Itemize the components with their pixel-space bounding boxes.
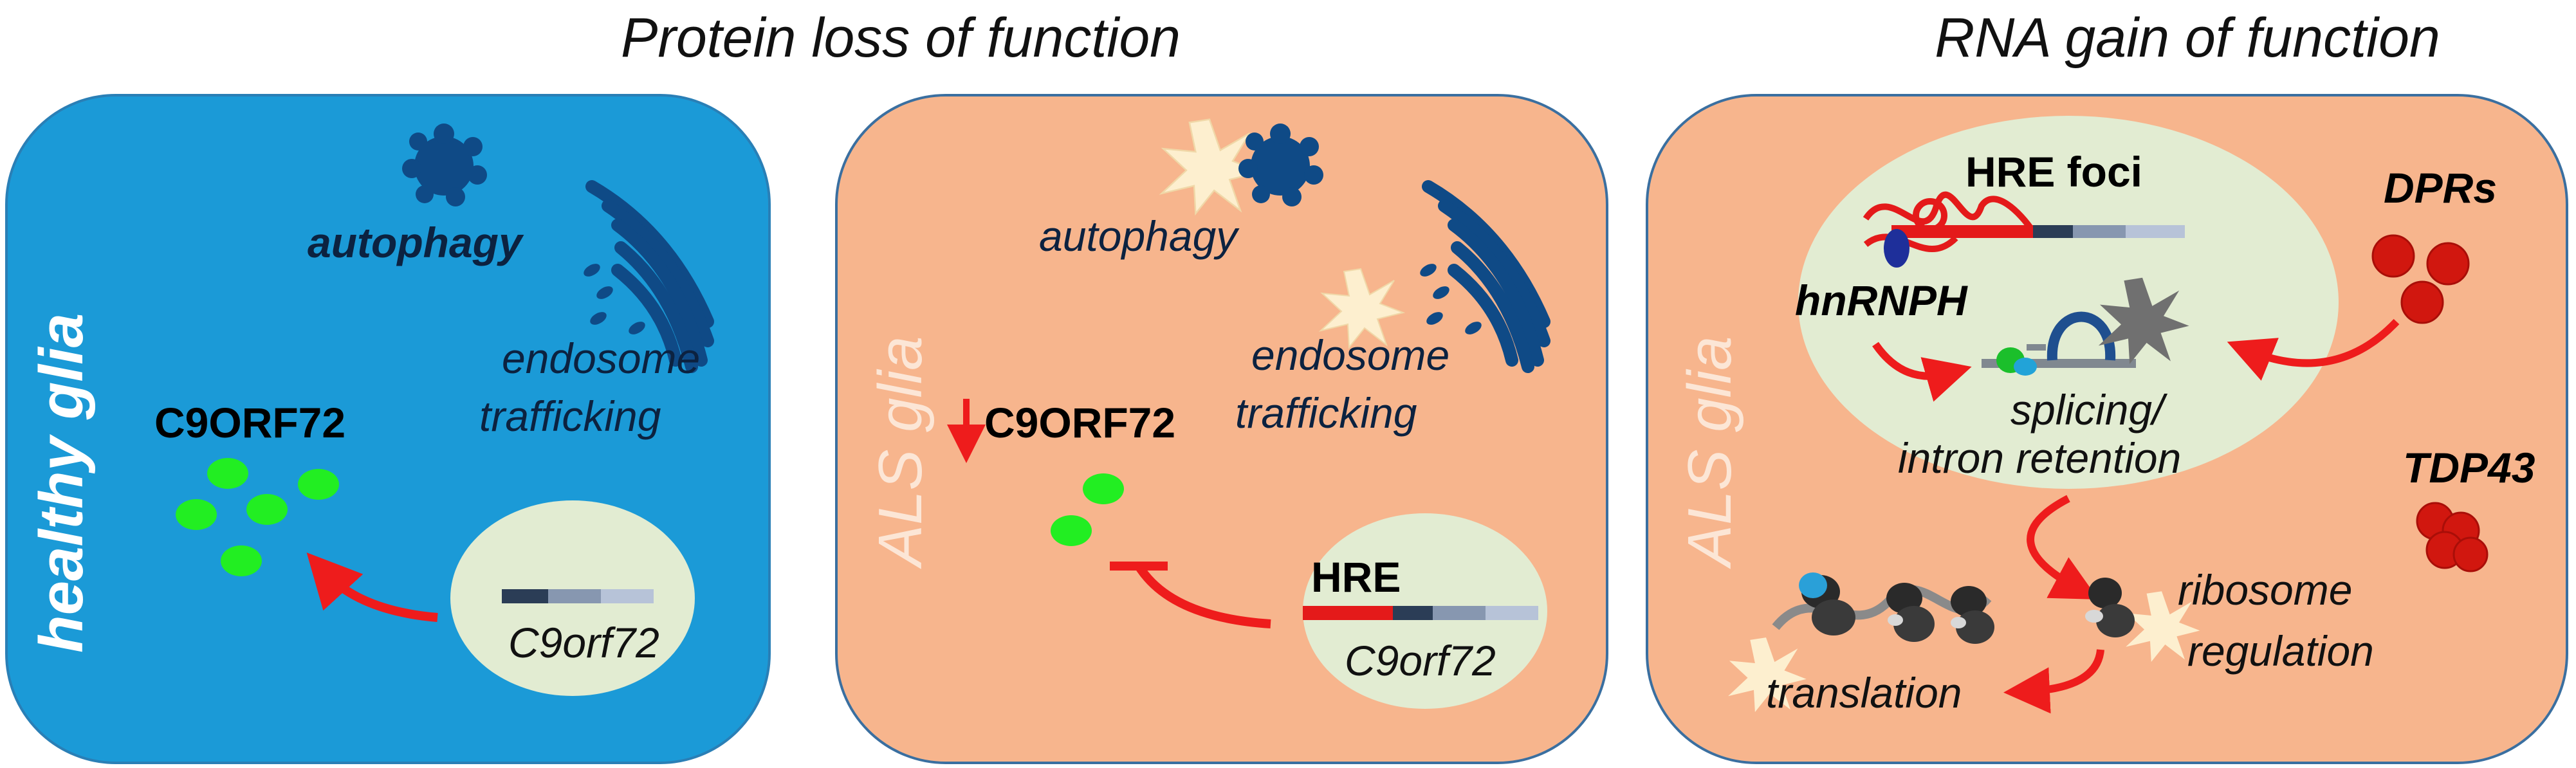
c9orf72-protein-dots [1051,473,1124,546]
endosome-icon [1422,180,1550,373]
loss-hre-label: HRE [1311,553,1401,601]
gain-foci-label: HRE foci [1965,148,2142,196]
gain-translation-label: translation [1766,669,1962,717]
gain-tdp43-label: TDP43 [2403,444,2535,491]
tdp43-aggregates-icon [2416,502,2489,572]
title-rna-gain: RNA gain of function [1935,7,2440,69]
polysome-icon [1772,572,1994,644]
hnrnph-protein-icon [1884,229,1909,268]
endosome-vesicles-icon [584,264,645,334]
c9orf72-protein-dots [176,458,339,576]
healthy-gene-label: C9orf72 [508,619,659,666]
loss-endosome-label-2: trafficking [1235,389,1417,437]
gain-hnrnph-label: hnRNPH [1795,277,1968,324]
loss-autophagy-label: autophagy [1039,212,1240,260]
gain-splicing-label-1: splicing/ [2010,386,2168,434]
loss-gene-label: C9orf72 [1345,637,1496,684]
loss-side-label: ALS glia [866,336,935,569]
healthy-endosome-label-1: endosome [502,334,700,382]
loss-inhibition-arrow [1135,563,1271,628]
healthy-side-label: healthy glia [27,313,96,653]
autophagosome-icon [402,123,487,206]
panel-gain-of-function: ALS glia HRE foci hnRNPH spl [1646,94,2568,764]
gain-gene-bar [2033,225,2185,238]
gain-splicing-label-2: intron retention [1898,434,2181,482]
ribosome-to-translation-arrow [2003,649,2104,714]
healthy-gene-bar [502,589,654,603]
ribosome-icon [2085,578,2200,662]
healthy-endosome-label-2: trafficking [479,392,661,440]
title-protein-loss: Protein loss of function [621,7,1181,69]
hnrnph-arrow [1872,342,1972,402]
panel-healthy-glia: healthy glia autophagy endosome [5,94,771,764]
dpr-aggregates-icon [2371,234,2470,324]
healthy-expression-arrow [306,553,438,622]
hre-foci-red-segment [1891,225,2033,238]
gain-ribosome-label-2: regulation [2187,627,2374,675]
loss-protein-label: C9ORF72 [984,399,1175,446]
splicing-to-ribosome-arrow [2027,495,2099,600]
loss-endosome-label-1: endosome [1251,331,1449,379]
healthy-protein-label: C9ORF72 [154,399,345,446]
autophagosome-icon [1238,123,1323,206]
healthy-autophagy-label: autophagy [308,219,524,266]
dpr-arrow [2227,318,2400,381]
panel-loss-of-function: ALS glia autophagy [835,94,1608,764]
gain-dprs-label: DPRs [2384,164,2497,212]
gain-ribosome-label-1: ribosome [2178,566,2352,614]
endosome-icon [585,180,714,373]
gain-side-label: ALS glia [1675,336,1744,569]
endosome-vesicles-icon [1420,264,1482,334]
loss-gene-bar [1303,606,1538,620]
